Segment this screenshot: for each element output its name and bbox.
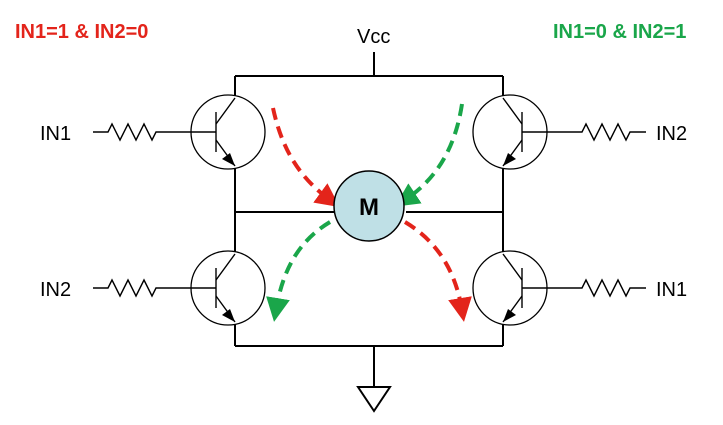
input-label-bottom-left: IN2 [40, 279, 71, 301]
transistor-bottom-left [190, 250, 266, 326]
bridge-wiring [234, 168, 504, 255]
motor-label: M [359, 194, 379, 221]
resistor-top-right [547, 122, 646, 142]
input-label-top-right: IN2 [656, 123, 687, 145]
resistor-top-left [93, 122, 191, 142]
input-label-top-left: IN1 [40, 123, 71, 145]
ground-symbol [356, 386, 392, 413]
resistor-bottom-left [93, 278, 191, 298]
transistor-bottom-right [472, 250, 548, 326]
transistor-top-left [190, 94, 266, 170]
condition-label-left: IN1=1 & IN2=0 [15, 21, 148, 43]
transistor-top-right [472, 94, 548, 170]
supply-rail [234, 52, 504, 98]
vcc-label: Vcc [357, 26, 390, 48]
condition-label-right: IN1=0 & IN2=1 [553, 21, 686, 43]
current-path-red-bottom [403, 220, 472, 322]
current-path-red-top [271, 107, 340, 208]
input-label-bottom-right: IN1 [656, 279, 687, 301]
current-path-green-bottom [266, 220, 332, 322]
motor [333, 170, 405, 242]
resistor-bottom-right [547, 278, 646, 298]
ground-rail [234, 322, 504, 387]
current-path-green-top [395, 103, 464, 207]
